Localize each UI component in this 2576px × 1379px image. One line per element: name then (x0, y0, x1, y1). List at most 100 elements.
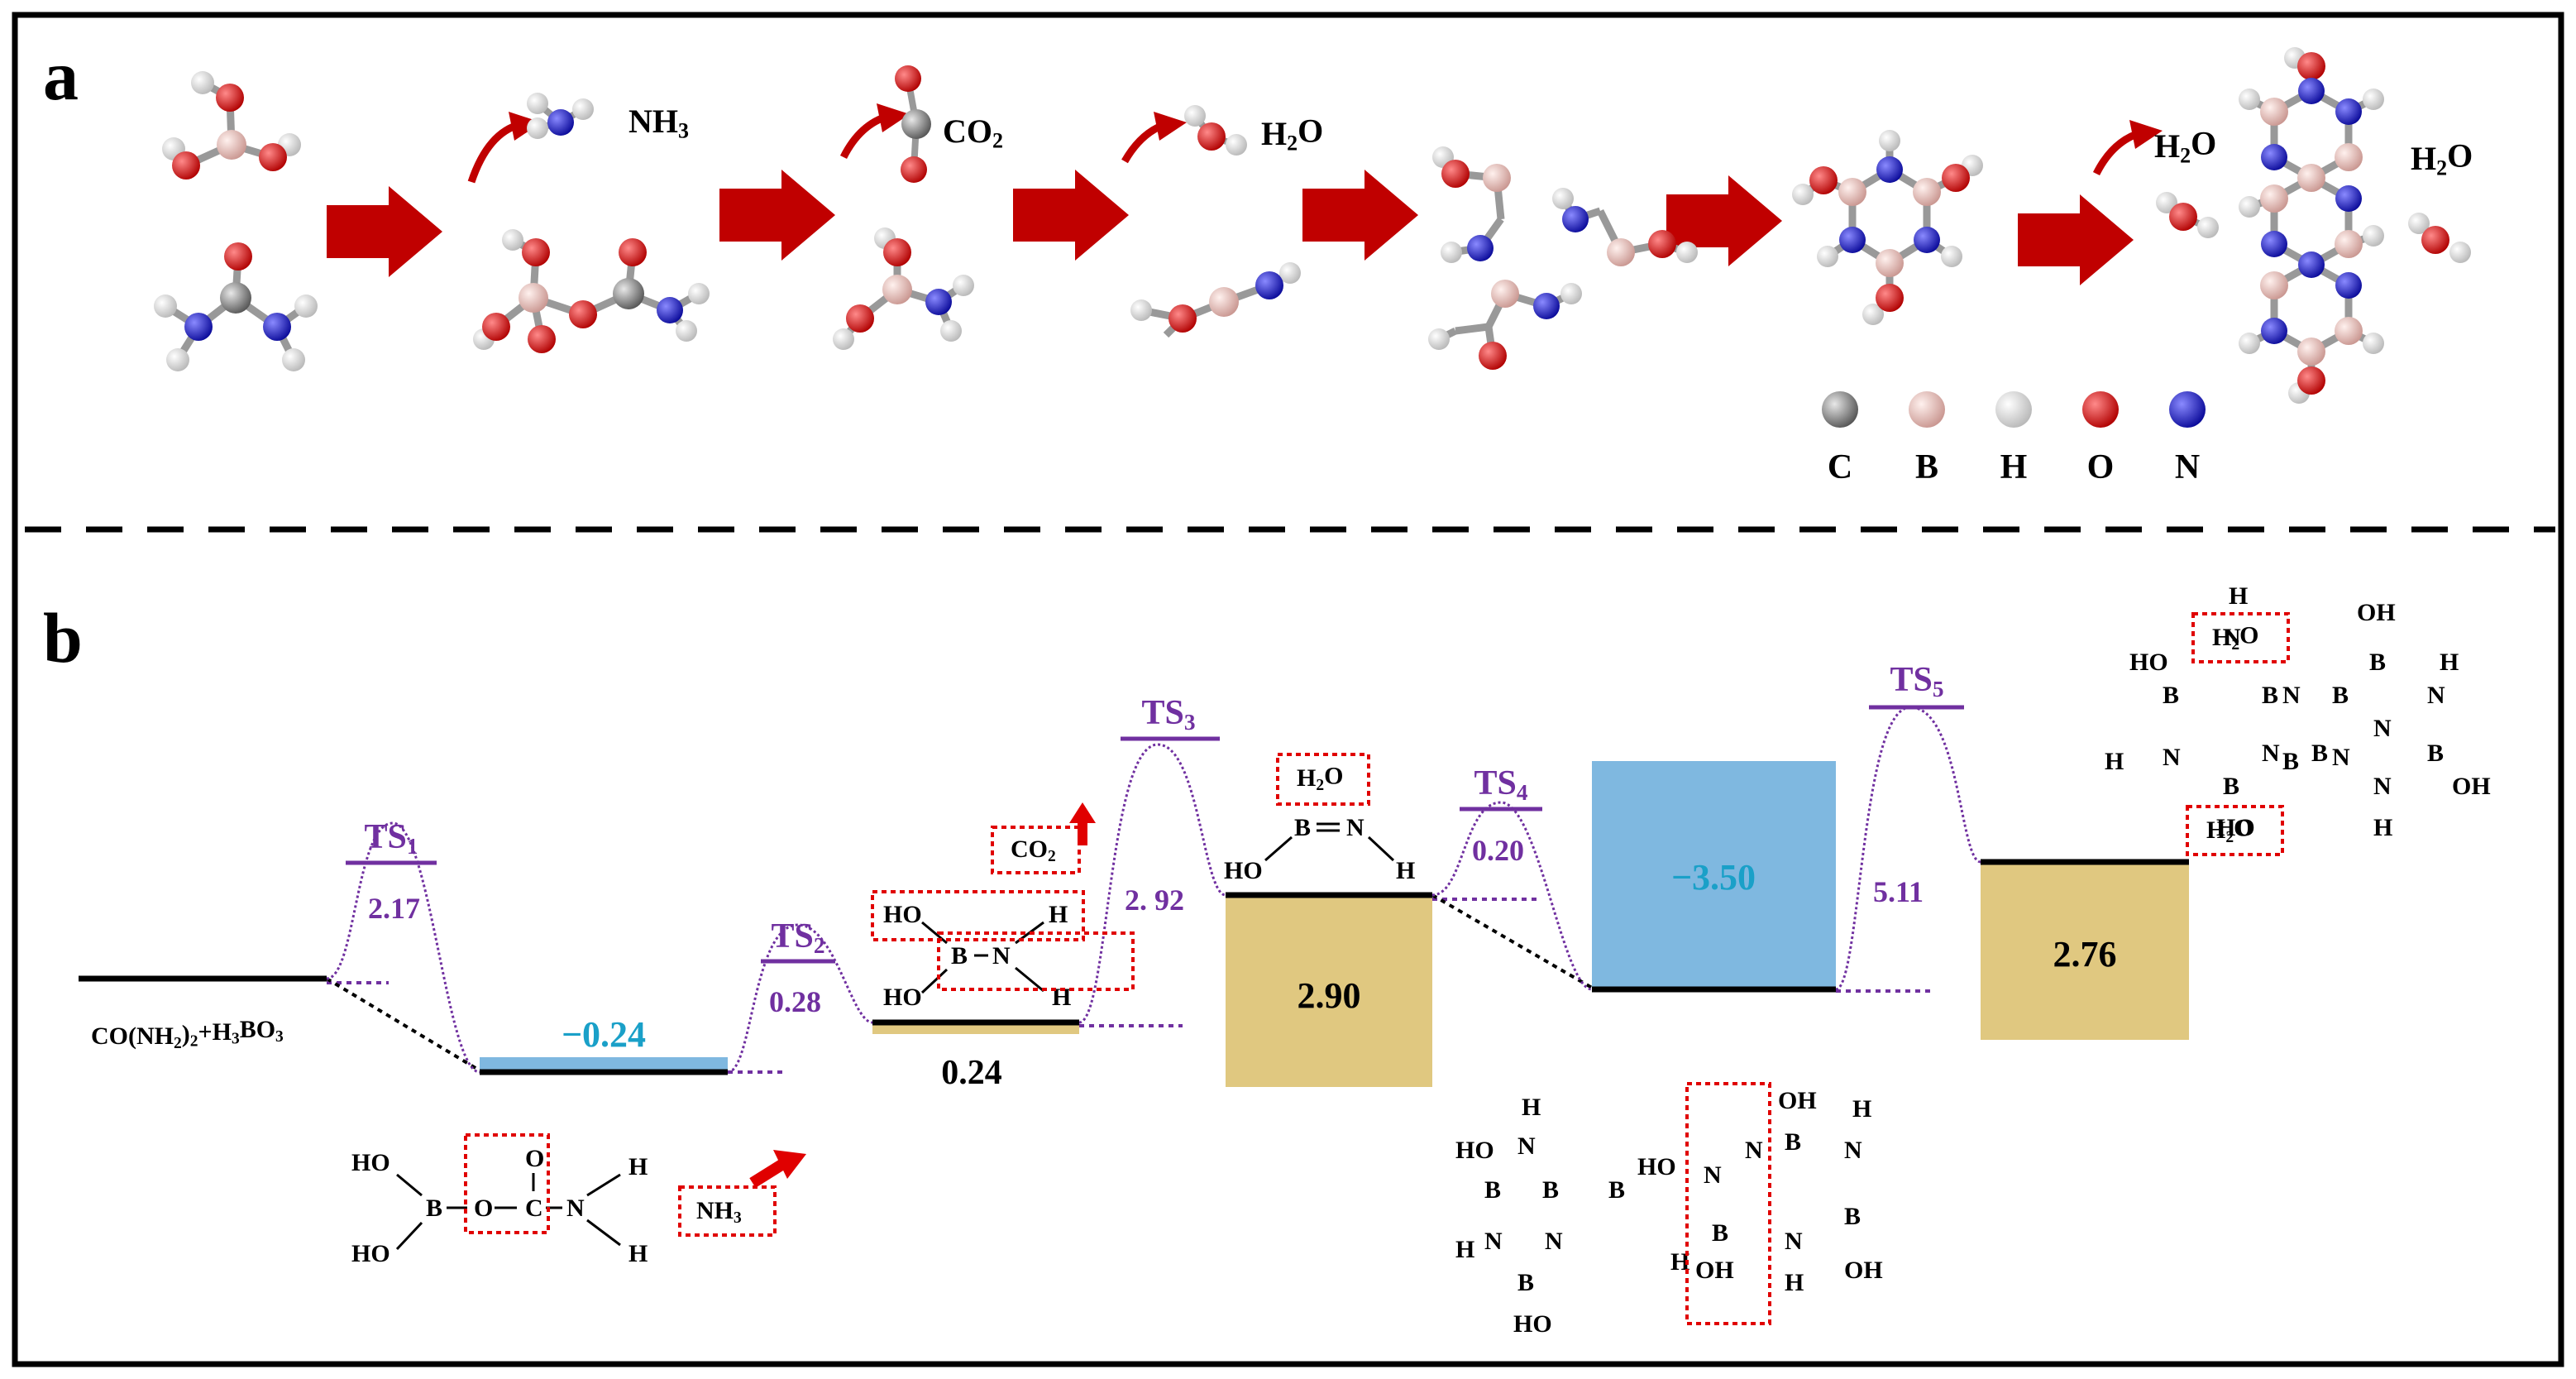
atom-label: N (1545, 1228, 1563, 1255)
molecule-int1 (473, 229, 710, 353)
atom-label: OH (2452, 773, 2491, 800)
atom-label: H (1455, 1236, 1474, 1263)
ts1-label: TS1 (364, 818, 418, 859)
s1-o-top: O (525, 1145, 544, 1172)
atom-label: H (2373, 814, 2392, 841)
molecule-int4 (1428, 146, 1698, 370)
atom-label: B (1484, 1176, 1501, 1204)
atom-label: OH (1844, 1257, 1883, 1284)
box-h2o-c (2186, 805, 2284, 856)
atom-label: HO (1637, 1153, 1676, 1180)
structure-2: HO B N H H HO (871, 890, 1135, 1011)
barrier-ts3: 2. 92 (1125, 883, 1184, 917)
s3-b: B (1294, 814, 1311, 841)
energy-int1: −0.24 (562, 1014, 646, 1055)
nh3-release-arrow (749, 1157, 789, 1188)
reaction-arrow-1 (327, 186, 442, 277)
ts2-label: TS2 (771, 917, 824, 958)
legend-label-h: H (2000, 448, 2028, 486)
s1-h2: H (628, 1240, 648, 1267)
s3-ho: HO (1224, 857, 1263, 884)
label-h2o-1: H2O (1261, 113, 1323, 156)
molecule-int3 (1130, 262, 1301, 333)
atom-label: H (1785, 1269, 1804, 1296)
atom-label: OH (1778, 1087, 1817, 1114)
reference-lines (327, 898, 1931, 1074)
molecule-nh3 (527, 93, 594, 139)
panel-b: TS1 TS2 TS3 TS4 TS5 2.17 0.28 2. 92 0.20… (79, 582, 2491, 1338)
ts3-label: TS3 (1141, 694, 1195, 735)
structure-3: HO B N H (1224, 814, 1415, 884)
box-nh3-label: NH3 (696, 1197, 742, 1227)
s3-n: N (1346, 814, 1364, 841)
s1-o-link: O (474, 1195, 493, 1222)
energy-box-int3 (1226, 895, 1432, 1087)
molecule-h2o-1 (1184, 105, 1247, 156)
label-nh3: NH3 (628, 103, 689, 143)
atom-label: N (1517, 1132, 1536, 1160)
barrier-labels: 2.17 0.28 2. 92 0.20 5.11 (368, 834, 1924, 1018)
barrier-ts2: 0.28 (769, 985, 821, 1018)
atom-label: HO (1455, 1137, 1494, 1164)
arrowhead (509, 112, 542, 141)
figure-frame (12, 12, 2564, 1367)
box-h2o-a (1276, 753, 1370, 806)
legend-swatch-o (2082, 391, 2119, 428)
s1-ho-bot: HO (351, 1240, 390, 1267)
panel-a: NH3 CO2 (154, 47, 2473, 486)
atom-label: N (1785, 1228, 1803, 1255)
atom-label: H (1670, 1248, 1689, 1276)
atom-label: N (1745, 1137, 1763, 1164)
box-h2o-a-label: H2O (1297, 762, 1343, 794)
legend-swatch-h (1995, 391, 2032, 428)
molecule-ring (1792, 130, 1983, 325)
reaction-arrow-2 (719, 170, 835, 261)
atom-label: B (2369, 649, 2386, 676)
panel-label-b: b (43, 598, 83, 678)
molecule-boric-acid (162, 71, 301, 180)
atom-label: N (2373, 715, 2392, 742)
ts-curves (326, 706, 1981, 1074)
label-co2: CO2 (943, 113, 1003, 153)
atom-label: N (2332, 744, 2350, 771)
dimer-highlight-box (1685, 1082, 1771, 1325)
connectors (325, 893, 1594, 1072)
s2-highlight-box-1 (871, 890, 1085, 941)
box-nh3 (678, 1185, 777, 1237)
molecule-co2 (895, 65, 931, 183)
reaction-arrows (327, 170, 2134, 285)
atom-label: N (2427, 682, 2445, 709)
reaction-arrow-5 (1666, 175, 1782, 266)
s3-h: H (1396, 857, 1415, 884)
s1-highlight-box (464, 1133, 550, 1234)
atom-label: N (2282, 682, 2301, 709)
molecule-fused (2239, 47, 2384, 404)
atom-label: B (2282, 748, 2299, 775)
atom-label: N (2163, 744, 2181, 771)
s1-h1: H (628, 1153, 648, 1180)
ts5-label: TS5 (1890, 661, 1943, 701)
atom-label: B (2311, 740, 2328, 767)
atom-label: N (2373, 773, 2392, 800)
atom-label: N (2223, 624, 2241, 651)
nh3-release-arrowhead (773, 1150, 806, 1179)
box-co2-label: CO2 (1011, 836, 1056, 865)
atom-label: N (1484, 1228, 1503, 1255)
s2-n: N (992, 942, 1011, 970)
energy-box-int4 (1592, 761, 1836, 989)
label-h2o-2: H2O (2154, 125, 2216, 168)
atom-label: B (2163, 682, 2179, 709)
atom-label: B (1608, 1176, 1625, 1204)
atom-label: N (1704, 1161, 1722, 1189)
ts4-label: TS4 (1474, 764, 1527, 805)
s2-h2: H (1052, 984, 1071, 1011)
co2-release-arrowhead (1069, 802, 1096, 823)
s1-c: C (525, 1195, 543, 1222)
atom-label: N (2262, 740, 2280, 767)
reaction-arrow-6 (2018, 194, 2134, 285)
molecule-h2o-2 (2156, 192, 2219, 238)
atom-label: B (2332, 682, 2349, 709)
atom-label: B (1542, 1176, 1559, 1204)
